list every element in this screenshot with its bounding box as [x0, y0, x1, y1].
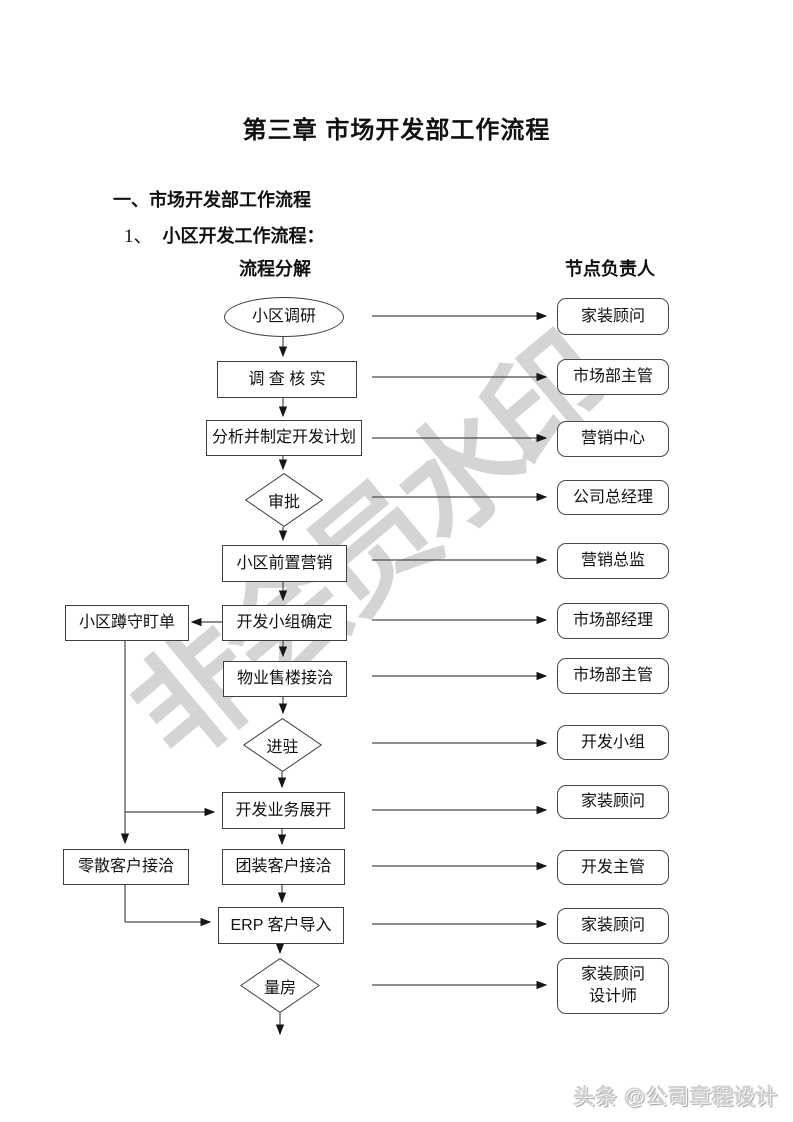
diamond-shape — [245, 473, 323, 527]
flow-node-group-client-contact: 团装客户接洽 — [222, 849, 345, 885]
owner-node-home-advisor-3: 家装顾问 — [557, 908, 669, 944]
section-heading: 一、市场开发部工作流程 — [113, 190, 311, 210]
sub-heading-text: 小区开发工作流程： — [162, 226, 325, 246]
owner-node-dev-supervisor: 开发主管 — [557, 850, 669, 885]
sub-heading-number: 1、 — [124, 226, 153, 247]
flow-node-move-in: 进驻 — [243, 718, 322, 772]
owner-node-marketing-director: 营销总监 — [557, 543, 669, 579]
flow-node-business-launch: 开发业务展开 — [222, 792, 345, 829]
flow-node-community-survey: 小区调研 — [224, 297, 344, 337]
page-title: 第三章 市场开发部工作流程 — [242, 117, 551, 144]
flow-node-label: 量房 — [263, 979, 296, 997]
flow-node-label: 进驻 — [266, 739, 299, 756]
column-header-owner: 节点负责人 — [565, 259, 655, 279]
diamond-shape — [243, 718, 322, 772]
flow-node-team-confirm: 开发小组确定 — [222, 605, 347, 641]
flow-node-scattered-client-contact: 零散客户接洽 — [63, 849, 189, 885]
owner-node-marketing-center: 营销中心 — [557, 421, 669, 457]
owner-node-home-advisor: 家装顾问 — [557, 298, 669, 335]
owner-node-market-supervisor: 市场部主管 — [557, 359, 669, 395]
owner-node-home-advisor-2: 家装顾问 — [557, 785, 669, 819]
footer-credit: 头条 @公司章程设计 — [572, 1085, 777, 1108]
owner-node-advisor-designer: 家装顾问 设计师 — [557, 958, 669, 1014]
flow-node-measure-house: 量房 — [240, 958, 320, 1013]
flow-node-pre-marketing: 小区前置营销 — [222, 545, 347, 582]
flow-node-erp-import: ERP 客户导入 — [218, 907, 344, 944]
flow-node-approval: 审批 — [245, 473, 323, 527]
flow-node-label: 审批 — [267, 494, 300, 511]
column-header-process: 流程分解 — [239, 259, 311, 279]
owner-node-market-manager: 市场部经理 — [557, 603, 669, 639]
owner-node-general-manager: 公司总经理 — [557, 480, 669, 515]
flow-node-property-contact: 物业售楼接洽 — [223, 661, 347, 697]
owner-node-market-supervisor-2: 市场部主管 — [557, 658, 669, 694]
diamond-shape — [240, 958, 320, 1013]
flow-node-investigate-verify: 调 查 核 实 — [217, 361, 357, 398]
owner-node-dev-team: 开发小组 — [557, 725, 669, 760]
flow-node-community-stakeout: 小区蹲守盯单 — [65, 605, 189, 641]
sub-heading: 1、小区开发工作流程： — [124, 221, 325, 248]
flow-node-make-development-plan: 分析并制定开发计划 — [206, 420, 362, 456]
